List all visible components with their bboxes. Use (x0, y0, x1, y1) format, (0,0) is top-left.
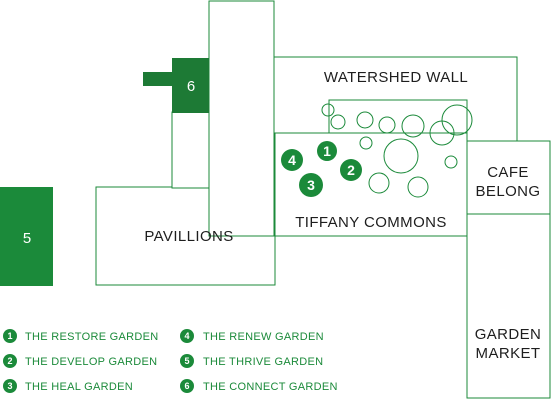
legend-item-1[interactable]: 1 THE RESTORE GARDEN (3, 329, 159, 343)
pavillions-connector (171, 111, 210, 189)
legend-label-6: THE CONNECT GARDEN (203, 381, 338, 393)
watershed-wall-label: WATERSHED WALL (324, 69, 468, 86)
pond-circles (321, 103, 473, 198)
marker-4-circle (281, 149, 303, 171)
cafe-belong-label-line2: BELONG (476, 183, 541, 200)
legend: 1 THE RESTORE GARDEN 2 THE DEVELOP GARDE… (3, 329, 338, 393)
legend-item-4[interactable]: 4 THE RENEW GARDEN (180, 329, 324, 343)
legend-marker-4 (180, 329, 194, 343)
building-outlines (95, 0, 551, 399)
thrive-garden-block[interactable] (0, 187, 53, 286)
marker-1-circle (317, 141, 337, 161)
marker-4[interactable]: 4 (281, 149, 303, 171)
marker-1-label: 1 (323, 143, 331, 159)
legend-item-6[interactable]: 6 THE CONNECT GARDEN (180, 379, 338, 393)
legend-number-6: 6 (184, 381, 189, 391)
legend-marker-6 (180, 379, 194, 393)
legend-marker-2 (3, 354, 17, 368)
legend-number-1: 1 (7, 331, 12, 341)
marker-1[interactable]: 1 (317, 141, 337, 161)
legend-number-2: 2 (7, 356, 12, 366)
legend-item-2[interactable]: 2 THE DEVELOP GARDEN (3, 354, 157, 368)
marker-2-label: 2 (347, 162, 355, 178)
legend-number-4: 4 (184, 331, 189, 341)
legend-marker-1 (3, 329, 17, 343)
garden-market-building[interactable] (466, 213, 551, 399)
legend-label-2: THE DEVELOP GARDEN (25, 356, 157, 368)
marker-2[interactable]: 2 (340, 159, 362, 181)
legend-label-3: THE HEAL GARDEN (25, 381, 133, 393)
legend-label-1: THE RESTORE GARDEN (25, 331, 159, 343)
marker-3[interactable]: 3 (299, 173, 323, 197)
marker-3-circle (299, 173, 323, 197)
legend-label-4: THE RENEW GARDEN (203, 331, 324, 343)
legend-marker-3 (3, 379, 17, 393)
connect-garden-connector (143, 72, 172, 86)
marker-6-label: 6 (187, 78, 195, 95)
marker-4-label: 4 (288, 152, 296, 168)
legend-label-5: THE THRIVE GARDEN (203, 356, 323, 368)
garden-market-label-line1: GARDEN (475, 326, 542, 343)
legend-item-5[interactable]: 5 THE THRIVE GARDEN (180, 354, 323, 368)
marker-3-label: 3 (307, 177, 315, 193)
legend-number-5: 5 (184, 356, 189, 366)
legend-item-3[interactable]: 3 THE HEAL GARDEN (3, 379, 133, 393)
connect-garden-block[interactable] (172, 58, 209, 113)
garden-market-label-line2: MARKET (476, 345, 541, 362)
cafe-belong-label-line1: CAFE (487, 164, 529, 181)
tiffany-commons-label: TIFFANY COMMONS (295, 214, 447, 231)
pavillions-tower (208, 0, 275, 237)
marker-5-label: 5 (23, 230, 31, 247)
legend-number-3: 3 (7, 381, 12, 391)
legend-marker-5 (180, 354, 194, 368)
marker-2-circle (340, 159, 362, 181)
pavillions-label: PAVILLIONS (144, 228, 233, 245)
